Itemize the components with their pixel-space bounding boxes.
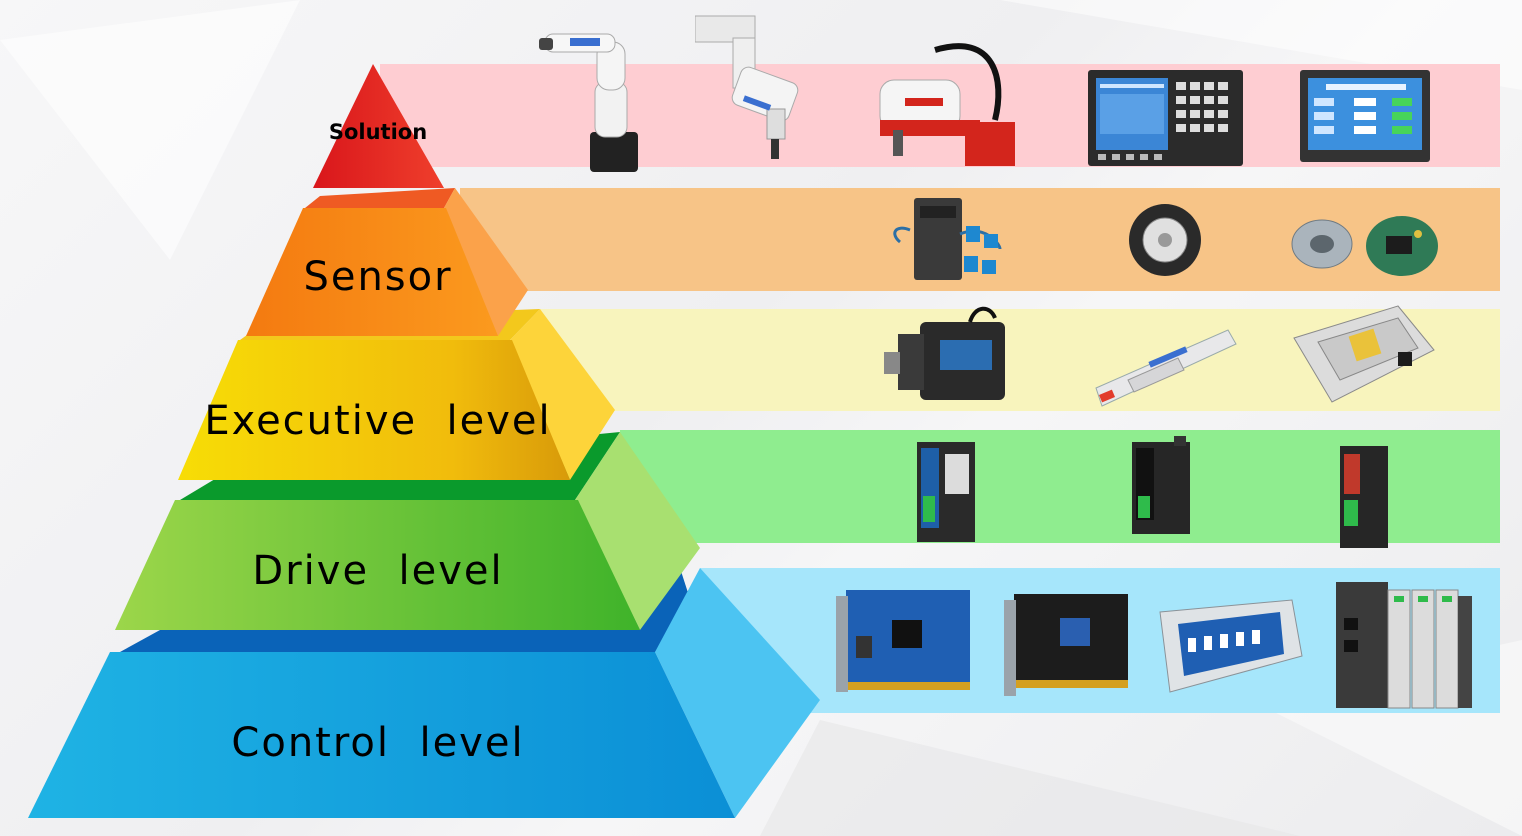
robot-arm-icon: [539, 33, 638, 172]
tier-label-sensor: Sensor: [303, 254, 453, 300]
io-module-icon: [1159, 599, 1303, 693]
red-scara-robot-icon: [879, 43, 1015, 166]
servo-drive-2-icon: [1132, 436, 1190, 534]
tier-label-solution: Solution: [328, 120, 428, 144]
pyramid-tier-sensor: [246, 188, 528, 336]
scara-robot-icon: [695, 15, 799, 159]
cnc-controller-icon: [1088, 70, 1243, 166]
plc-icon: [1336, 582, 1472, 709]
linear-stage-icon: [1293, 305, 1435, 403]
encoder-icon: [1129, 204, 1201, 276]
sensor-module-icon: [893, 198, 1002, 280]
servo-drive-1-icon: [917, 442, 975, 542]
tier-label-executive: Executive level: [204, 398, 552, 444]
pci-card-1-icon: [836, 590, 970, 692]
tier-label-control: Control level: [231, 720, 525, 766]
encoder-kit-icon: [1291, 216, 1438, 276]
linear-module-icon: [1095, 329, 1237, 407]
hmi-panel-icon: [1300, 70, 1430, 162]
pci-card-2-icon: [1004, 594, 1128, 696]
servo-motor-icon: [884, 306, 1005, 400]
servo-drive-3-icon: [1340, 446, 1388, 548]
tier-label-drive: Drive level: [252, 548, 504, 594]
pyramid-tier-solution: [313, 64, 444, 188]
